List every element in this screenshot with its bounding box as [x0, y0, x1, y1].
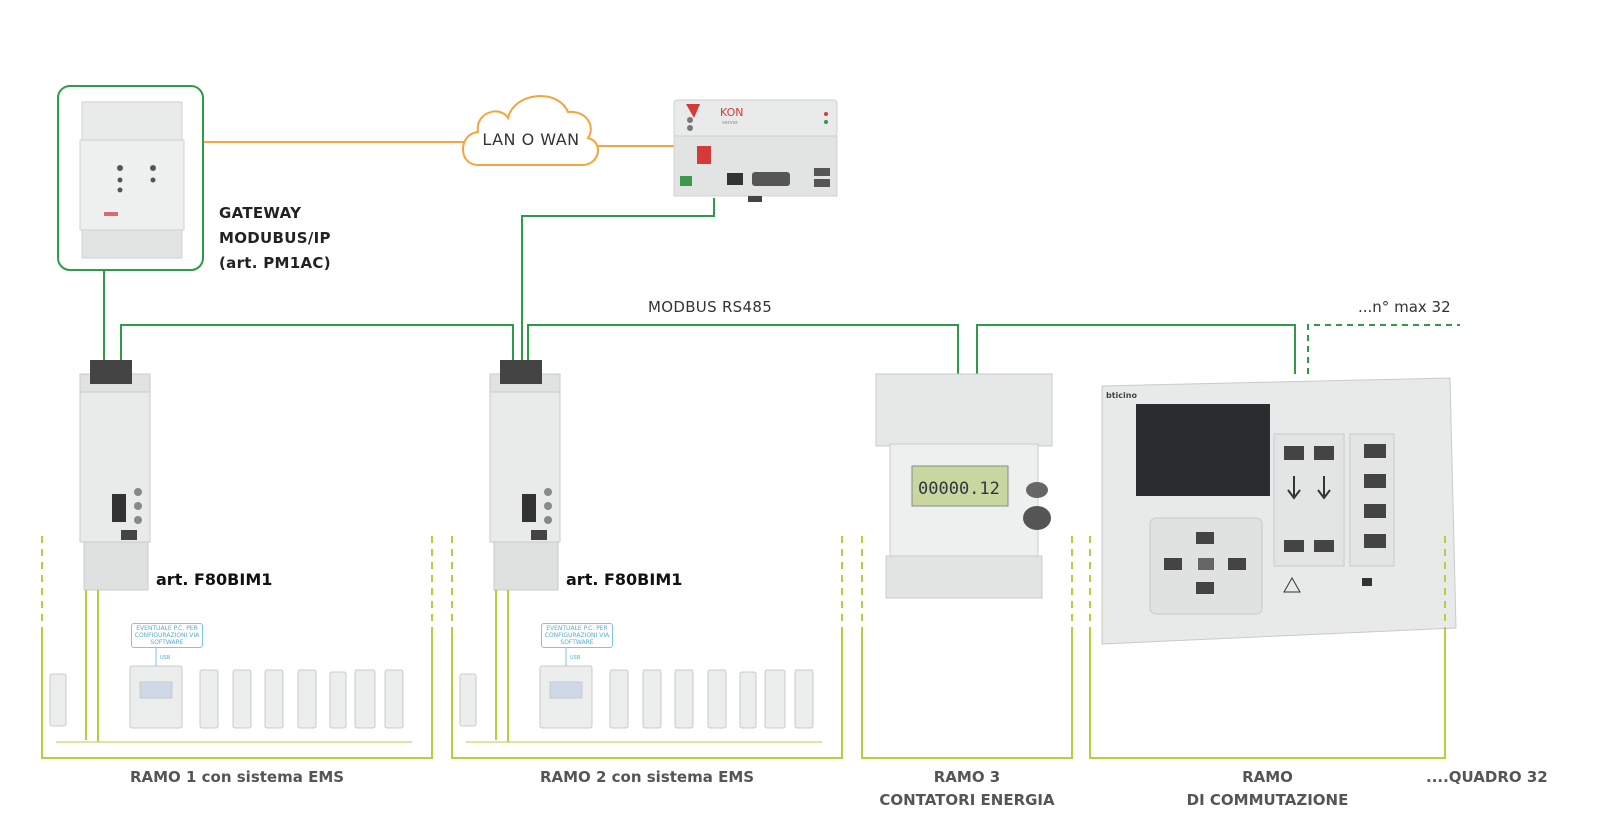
branch-3-line2: CONTATORI ENERGIA — [879, 791, 1055, 809]
usb-box-2-line1: EVENTUALE P.C. PER — [546, 625, 608, 632]
cloud-label: LAN O WAN — [482, 130, 580, 149]
server-sub: server — [722, 120, 739, 126]
module-1-label: art. F80BIM1 — [156, 570, 273, 589]
usb-box-2-line3: SOFTWARE — [560, 639, 594, 646]
bus-extension — [1307, 324, 1460, 374]
server-brand: KON — [720, 106, 744, 119]
cloud-icon — [462, 95, 599, 166]
branch-4-label: RAMO DI COMMUTAZIONE — [1090, 766, 1445, 812]
meter-display: 00000.12 — [918, 479, 1000, 499]
module-2-device — [489, 360, 561, 591]
usb-box-1-line3: SOFTWARE — [150, 639, 184, 646]
switch-brand: bticino — [1106, 391, 1137, 400]
branch-3-label: RAMO 3 CONTATORI ENERGIA — [852, 766, 1082, 812]
gateway-label-line1: GATEWAY — [219, 204, 302, 222]
gateway-device — [79, 101, 185, 259]
modbus-label: MODBUS RS485 — [648, 298, 773, 316]
module-1-device — [79, 360, 151, 591]
branch-3-line1: RAMO 3 — [933, 768, 1001, 786]
branch-1-label: RAMO 1 con sistema EMS — [129, 768, 345, 786]
branch-5-label: ....QUADRO 32 — [1426, 768, 1548, 786]
branch-brackets — [41, 590, 1446, 759]
branch-4-line1: RAMO — [1242, 768, 1293, 786]
usb-box-2-line2: CONFIGURAZIONI VIA — [544, 632, 610, 639]
gateway-label-line2: MODUBUS/IP — [219, 229, 331, 247]
max-devices-label: ...n° max 32 — [1358, 298, 1451, 316]
lan-links — [204, 141, 676, 147]
usb-label-1: USB — [160, 655, 171, 661]
module-feed-lines — [97, 590, 509, 742]
gateway-label: GATEWAY MODUBUS/IP (art. PM1AC) — [219, 201, 331, 276]
modbus-bus — [103, 198, 1296, 374]
branch-1-devices — [49, 665, 404, 729]
usb-pc-box-1: EVENTUALE P.C. PER CONFIGURAZIONI VIA SO… — [131, 623, 203, 648]
switch-panel-device: bticino — [1101, 377, 1457, 645]
gateway-label-line3: (art. PM1AC) — [219, 254, 331, 272]
branch-dashes — [41, 536, 1446, 628]
usb-links — [155, 648, 567, 666]
server-device: KON server — [673, 99, 838, 202]
branch-2-devices — [459, 665, 814, 729]
usb-pc-box-2: EVENTUALE P.C. PER CONFIGURAZIONI VIA SO… — [541, 623, 613, 648]
module-2-label: art. F80BIM1 — [566, 570, 683, 589]
usb-box-1-line2: CONFIGURAZIONI VIA — [134, 632, 200, 639]
branch-2-label: RAMO 2 con sistema EMS — [539, 768, 755, 786]
energy-meter-device: 00000.12 — [875, 373, 1053, 599]
branch-4-line2: DI COMMUTAZIONE — [1186, 791, 1349, 809]
usb-box-1-line1: EVENTUALE P.C. PER — [136, 625, 198, 632]
usb-label-2: USB — [570, 655, 581, 661]
